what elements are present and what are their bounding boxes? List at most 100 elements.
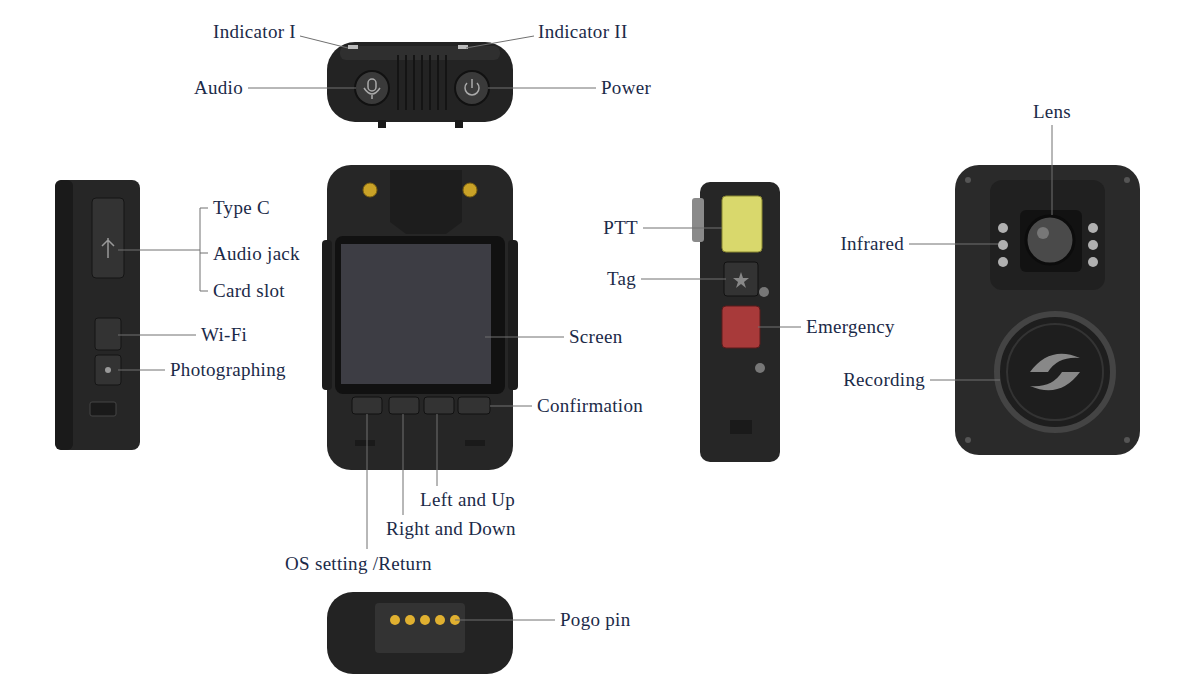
- lens-housing: [1020, 210, 1082, 272]
- button: [424, 397, 454, 414]
- leader-lines: [118, 36, 1052, 620]
- part-label: Indicator II: [538, 22, 628, 43]
- infrared-led: [998, 257, 1008, 267]
- screw: [463, 183, 477, 197]
- part-label: Type C: [213, 198, 270, 219]
- leader-line: [300, 36, 348, 48]
- lens-glare: [1037, 227, 1049, 239]
- leader-line: [485, 337, 564, 338]
- star-icon: [733, 272, 749, 288]
- screw: [965, 177, 971, 183]
- clip: [692, 198, 704, 242]
- part-label: OS setting /Return: [285, 554, 432, 575]
- infrared-led: [998, 223, 1008, 233]
- clip-foot: [378, 120, 386, 128]
- pin-panel: [375, 603, 465, 653]
- vent: [355, 440, 375, 446]
- audio-button: [355, 71, 389, 105]
- usb-icon: [102, 238, 114, 258]
- part-label: Left and Up: [420, 490, 515, 511]
- part-label: Confirmation: [537, 396, 643, 417]
- ridge: [413, 55, 415, 110]
- leader-line: [118, 370, 165, 371]
- recording-ring: [1007, 324, 1103, 420]
- bracket: [118, 208, 208, 291]
- part-label: Pogo pin: [560, 610, 631, 631]
- leader-line: [490, 406, 532, 407]
- leader-line: [367, 414, 368, 549]
- camera-body: [700, 182, 780, 462]
- part-label: Power: [601, 78, 651, 99]
- screw: [363, 183, 377, 197]
- leader-line: [643, 228, 722, 229]
- part-label: Infrared: [840, 234, 904, 255]
- ridge: [429, 55, 431, 110]
- part-label: Card slot: [213, 281, 285, 302]
- leader-line: [118, 335, 196, 336]
- emergency-button: [722, 306, 760, 348]
- ridge: [437, 55, 439, 110]
- right-side-view: [692, 182, 780, 462]
- button: [389, 397, 419, 414]
- tag-button: [724, 262, 758, 296]
- ptt-button: [722, 196, 762, 252]
- leader-line: [758, 327, 801, 328]
- part-label: Wi-Fi: [201, 325, 247, 346]
- part-label: Audio jack: [213, 244, 300, 265]
- pogo-pin: [420, 615, 430, 625]
- part-label: Indicator I: [213, 22, 296, 43]
- grip: [508, 240, 518, 390]
- photo-button: [95, 355, 121, 385]
- mic-icon: [364, 88, 380, 99]
- screen: [341, 244, 491, 384]
- back-view: [955, 165, 1140, 455]
- part-label: Audio: [194, 78, 243, 99]
- part-label: Emergency: [806, 317, 895, 338]
- vent-ridges: [398, 55, 446, 110]
- part-label: Screen: [569, 327, 623, 348]
- part-label: Tag: [607, 269, 636, 290]
- infrared-led: [1088, 240, 1098, 250]
- camera-body: [955, 165, 1140, 455]
- infrared-led: [1088, 223, 1098, 233]
- leader-line: [1052, 125, 1053, 215]
- camera-edge: [340, 46, 500, 60]
- leader-line: [248, 88, 356, 89]
- indicator-led: [348, 45, 358, 49]
- camera-edge: [55, 180, 73, 450]
- leader-line: [930, 380, 1000, 381]
- camera-body: [327, 165, 513, 470]
- leader-line: [466, 36, 534, 48]
- button: [458, 397, 490, 414]
- ridge: [405, 55, 407, 110]
- photo-icon: [105, 367, 111, 373]
- logo-mark: [1030, 354, 1080, 390]
- slot: [90, 402, 116, 416]
- clip: [390, 170, 462, 234]
- part-label: Photographing: [170, 360, 286, 381]
- clip-foot: [455, 120, 463, 128]
- left-side-view: [55, 180, 140, 450]
- leader-line: [437, 414, 438, 486]
- leader-line: [488, 88, 596, 89]
- lens: [1026, 216, 1074, 264]
- grip: [322, 240, 332, 390]
- screw: [965, 437, 971, 443]
- camera-body: [327, 592, 513, 674]
- recording-button: [997, 314, 1113, 430]
- part-label: Recording: [843, 370, 925, 391]
- part-label: Right and Down: [386, 519, 516, 540]
- pogo-pin: [435, 615, 445, 625]
- port-cover: [92, 198, 124, 278]
- bottom-view: [327, 592, 513, 674]
- wifi-button: [95, 318, 121, 350]
- top-view: [327, 42, 513, 128]
- leader-line: [909, 244, 998, 245]
- screw: [1124, 437, 1130, 443]
- pogo-pin: [390, 615, 400, 625]
- screw: [755, 363, 765, 373]
- power-icon: [465, 79, 479, 95]
